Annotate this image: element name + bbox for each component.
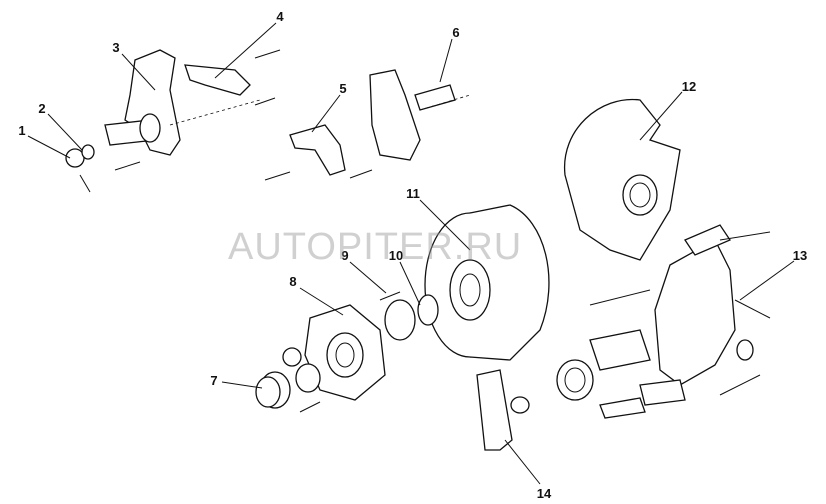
callout-6: 6 [452, 25, 459, 40]
callout-8: 8 [289, 274, 296, 289]
splash-shield [564, 98, 681, 261]
brake-disc [424, 204, 550, 361]
wheel-hub [282, 291, 439, 413]
callout-9: 9 [341, 248, 348, 263]
callout-7: 7 [210, 373, 217, 388]
callout-5: 5 [339, 81, 346, 96]
brake-pad [476, 369, 530, 451]
callout-14: 14 [537, 486, 552, 501]
hub-cap [255, 371, 291, 409]
brake-caliper [556, 224, 771, 419]
steering-knuckle-right [264, 69, 471, 181]
callout-4: 4 [276, 9, 284, 24]
callout-2: 2 [38, 101, 45, 116]
callout-10: 10 [389, 248, 403, 263]
steering-knuckle-left [65, 49, 281, 193]
callout-11: 11 [406, 186, 420, 201]
callout-13: 13 [793, 248, 807, 263]
watermark: AUTOPITER.RU [228, 226, 523, 268]
leader-lines [27, 22, 795, 485]
callout-1: 1 [18, 123, 25, 138]
callout-12: 12 [682, 79, 696, 94]
callouts: 1 2 3 4 5 6 7 8 9 10 11 12 13 14 [18, 9, 807, 501]
callout-3: 3 [112, 40, 119, 55]
